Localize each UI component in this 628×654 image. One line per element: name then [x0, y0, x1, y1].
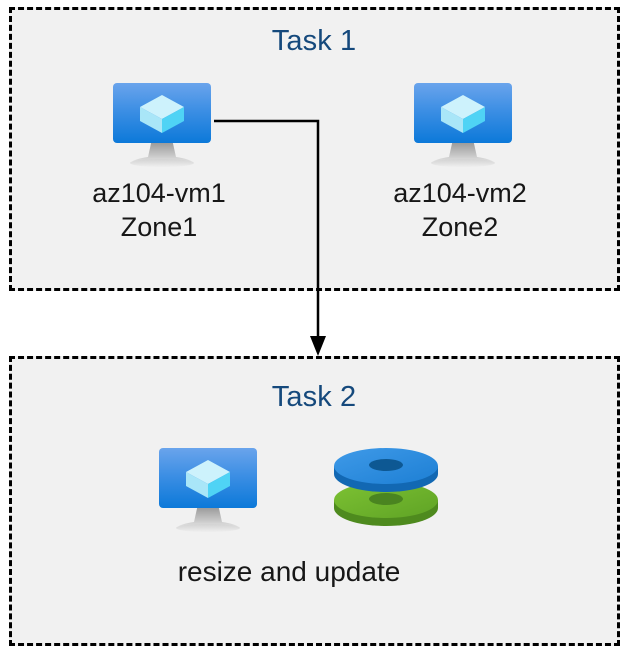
vm2-label: az104-vm2 Zone2 [345, 176, 575, 244]
task-2-title: Task 2 [271, 381, 357, 413]
arrowhead-icon [310, 336, 326, 356]
azure-virtual-machine-icon [110, 81, 214, 167]
task-2-caption: resize and update [177, 556, 401, 587]
azure-virtual-machine-icon [411, 81, 515, 167]
vm1-zone: Zone1 [120, 212, 198, 242]
task-1-title: Task 1 [271, 25, 357, 57]
vm2-zone: Zone2 [421, 212, 499, 242]
vm2-name: az104-vm2 [393, 178, 527, 208]
task-2-container [9, 356, 620, 646]
vm1-name: az104-vm1 [92, 178, 226, 208]
vm1-label: az104-vm1 Zone1 [44, 176, 274, 244]
azure-virtual-machine-icon [156, 446, 260, 532]
azure-managed-disks-icon [330, 444, 442, 530]
